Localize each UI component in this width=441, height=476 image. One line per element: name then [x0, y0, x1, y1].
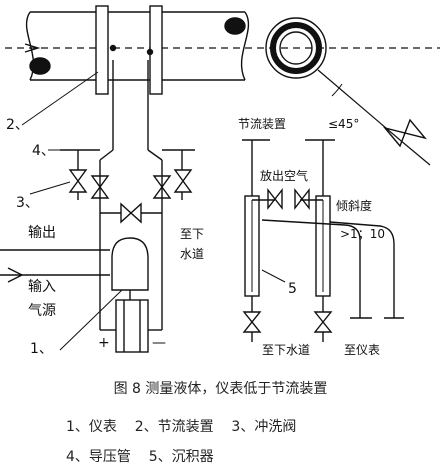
pipe-section	[265, 17, 327, 79]
input-arrow-icon	[7, 267, 24, 283]
label-num-4: 4、	[32, 143, 55, 159]
label-minus: —	[152, 335, 166, 351]
label-plus: +	[98, 335, 110, 351]
shutoff-valve-left	[90, 175, 110, 199]
label-output: 输出	[28, 225, 56, 241]
pipe-break-right-icon	[224, 17, 246, 35]
slant-valve	[383, 118, 427, 148]
label-input: 输入	[28, 279, 56, 295]
label-throttle-device: 节流装置	[238, 117, 287, 131]
pipe-break-left-icon	[29, 57, 51, 75]
legend-line-2: 4、导压管 5、沉积器	[66, 449, 214, 465]
label-num-2: 2、	[6, 117, 29, 133]
label-to-instrument: 至仪表	[344, 343, 381, 357]
label-num-5: 5	[288, 281, 297, 297]
balance-valve	[120, 202, 142, 224]
label-num-3: 3、	[16, 195, 39, 211]
drain-valve-left	[242, 311, 262, 333]
drain-valve-right	[313, 311, 333, 333]
sediment-vessel-right	[315, 195, 331, 297]
legend-line-1: 1、仪表 2、节流装置 3、冲洗阀	[66, 419, 297, 435]
vent-valve-left	[267, 187, 283, 211]
main-pipe	[25, 11, 250, 81]
vent-valve-right	[294, 187, 310, 211]
label-air-source: 气源	[28, 303, 56, 319]
label-to-sewer-bottom: 至下水道	[262, 343, 311, 357]
label-to-sewer-left-1: 至下	[180, 227, 205, 241]
sediment-vessel-left	[244, 195, 260, 297]
label-angle: ≤45°	[328, 117, 360, 131]
flow-arrow-icon	[24, 43, 41, 53]
flush-valve-right	[173, 169, 193, 193]
label-num-1: 1、	[30, 341, 53, 357]
label-slope: 倾斜度	[336, 199, 373, 213]
label-slope-value: >1；10	[340, 227, 385, 241]
label-to-sewer-left-2: 水道	[180, 247, 205, 261]
instrument	[111, 237, 149, 353]
figure-caption: 图 8 测量液体，仪表低于节流装置	[113, 381, 328, 397]
throttle-device	[95, 5, 163, 95]
label-bleed-air: 放出空气	[260, 169, 309, 183]
shutoff-valve-right	[152, 175, 172, 199]
impulse-tubes	[60, 60, 195, 330]
flush-valve-left	[68, 169, 88, 193]
